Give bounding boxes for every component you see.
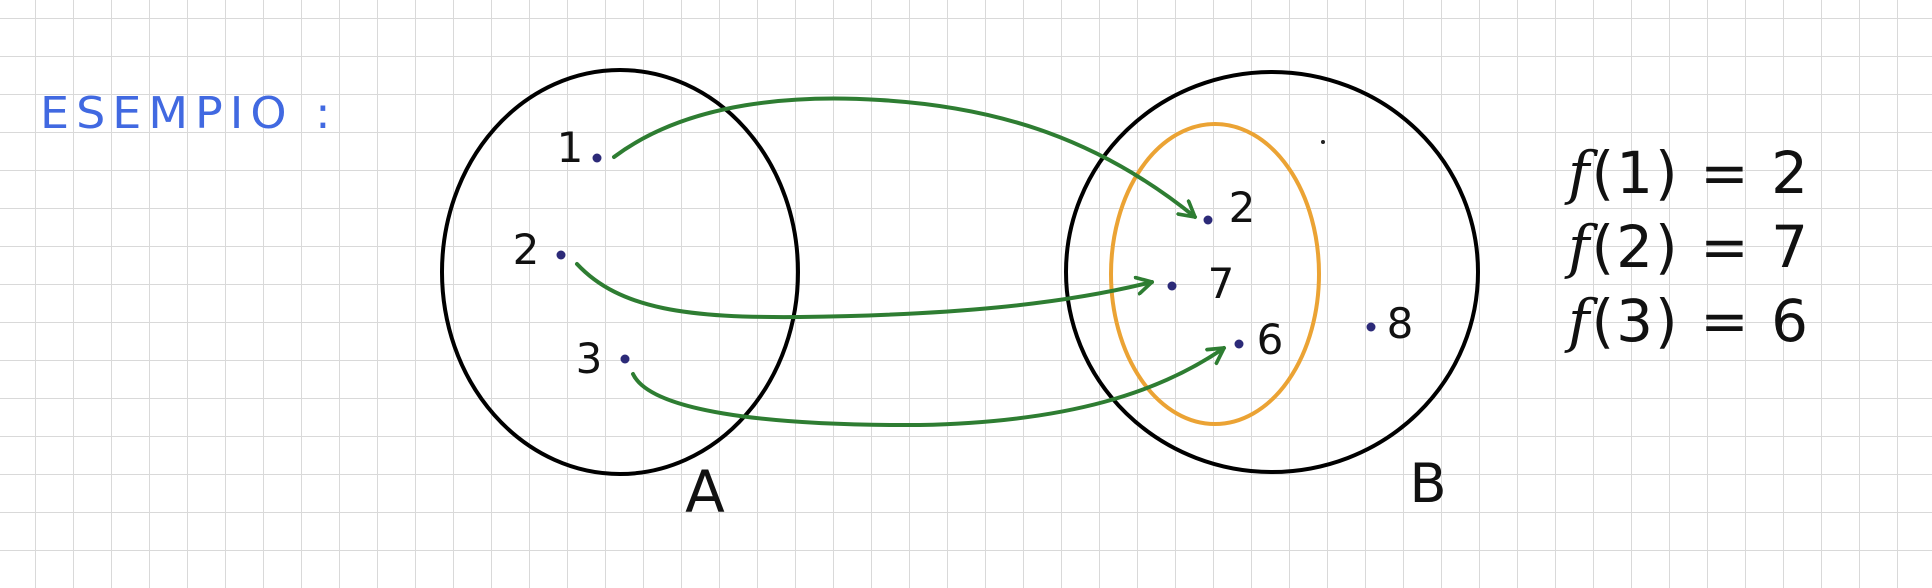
equation: f(1) = 2 (1568, 139, 1811, 207)
equation-list: f(1) = 2 f(2) = 7 f(3) = 6 (1568, 136, 1810, 358)
point-a-1 (592, 153, 602, 163)
equation-argument: 3 (1616, 287, 1656, 355)
point-b-6 (1234, 339, 1244, 349)
element-a-3: 3 (576, 334, 603, 383)
element-b-6: 6 (1257, 315, 1284, 364)
point-a-2 (556, 250, 566, 260)
title: ESEMPIO : (40, 87, 338, 139)
equation-function: f (1568, 213, 1592, 281)
stray-dot (1321, 140, 1325, 144)
equation-function: f (1568, 287, 1592, 355)
element-b-7: 7 (1208, 259, 1235, 308)
equation: f(3) = 6 (1568, 287, 1811, 355)
point-b-7 (1167, 281, 1177, 291)
set-a-circle (440, 68, 800, 476)
element-b-2: 2 (1229, 183, 1256, 232)
equation-function: f (1568, 139, 1592, 207)
element-a-2: 2 (513, 225, 540, 274)
arrow-1-to-2 (612, 96, 1197, 219)
equation-argument: 2 (1616, 213, 1656, 281)
point-b-2 (1203, 215, 1213, 225)
equation: f(2) = 7 (1568, 213, 1811, 281)
image-ellipse (1109, 122, 1321, 426)
arrow-3-to-6 (631, 346, 1226, 428)
equation-value: 6 (1771, 287, 1811, 355)
set-a-label: A (685, 458, 725, 526)
element-b-8: 8 (1387, 299, 1414, 348)
element-a-1: 1 (557, 123, 584, 172)
set-b-label: B (1409, 452, 1446, 515)
equation-argument: 1 (1616, 139, 1656, 207)
point-b-8 (1366, 322, 1376, 332)
set-b-circle (1064, 70, 1480, 474)
point-a-3 (620, 354, 630, 364)
equation-value: 2 (1771, 139, 1811, 207)
arrow-2-to-7 (575, 262, 1154, 320)
equation-value: 7 (1771, 213, 1811, 281)
